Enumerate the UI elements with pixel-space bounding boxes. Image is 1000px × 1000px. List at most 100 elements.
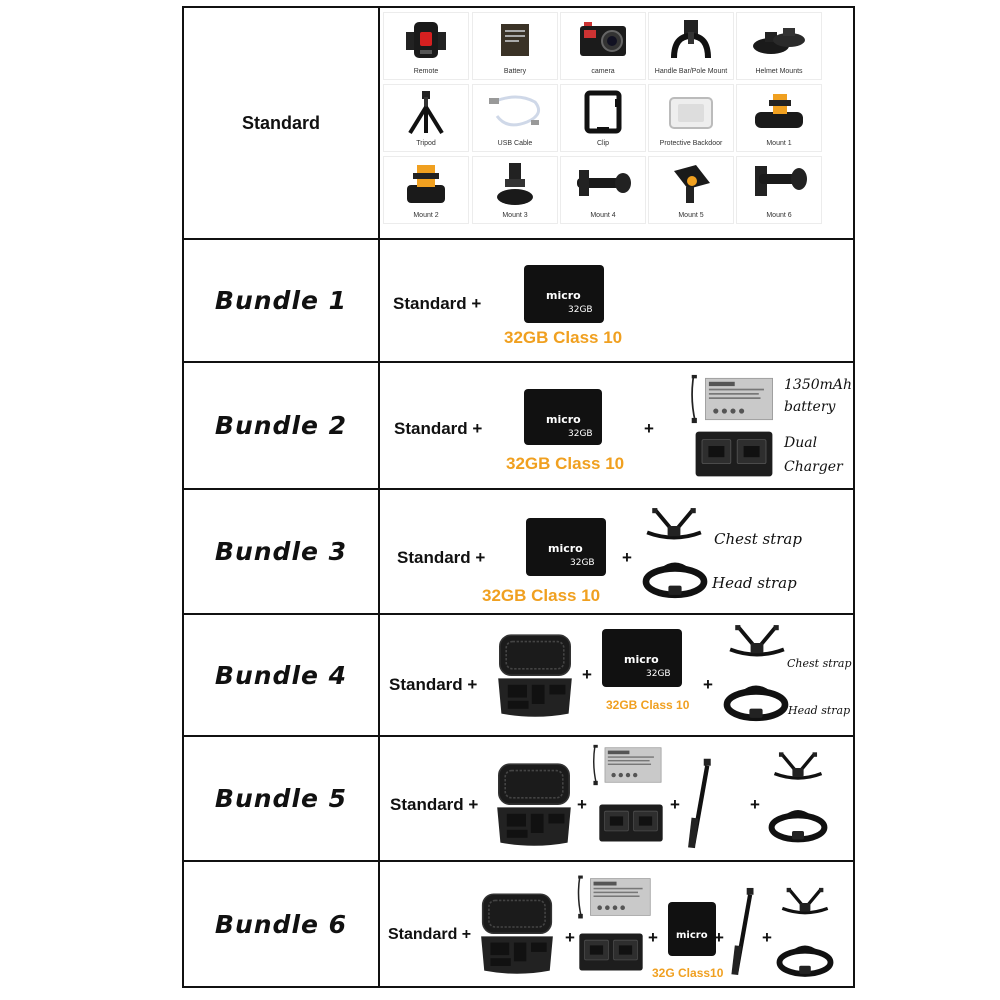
chest-strap-label: Chest strap [714,530,802,548]
bundle-5-contents: Standard + + + + [380,737,853,860]
bundle-2-label: Bundle 2 [214,411,348,440]
bundle-3-label: Bundle 3 [214,537,348,566]
plus-sign: + [762,928,772,947]
battery-label: battery [784,399,836,415]
standard-plus-label: Standard + [389,675,478,694]
bundle-6-row: Bundle 6 Standard + + + micro 32G Class1… [184,860,853,986]
chest-strap-icon [778,884,832,922]
battery-icon [592,743,664,787]
clip-icon [584,90,622,134]
standard-plus-label: Standard + [397,548,486,567]
plus-sign: + [582,665,592,684]
mount-icon [497,163,533,205]
battery-capacity-label: 1350mAh [784,377,853,393]
accessory-mount-6: Mount 6 [736,156,822,224]
accessory-label: USB Cable [497,140,533,147]
standard-plus-label: Standard + [390,795,479,814]
battery-icon [690,373,776,425]
bundle-2-row: Bundle 2 Standard + micro 32GB 32GB Clas… [184,361,853,488]
standard-items-cell: Remote Battery camera Handle Bar/Pole Mo… [380,8,853,238]
bundle-4-label: Bundle 4 [214,660,348,690]
accessory-mount-4: Mount 4 [560,156,646,224]
accessory-label: Mount 5 [678,212,704,219]
plus-sign: + [622,548,632,567]
bundle-label-cell: Bundle 6 [184,862,380,986]
bundle-4-contents: Standard + + micro 32GB 32GB Class 10 + … [380,615,853,735]
head-strap-icon [723,681,789,723]
accessory-mount-5: Mount 5 [648,156,734,224]
accessory-label: Mount 6 [766,212,792,219]
plus-sign: + [644,419,654,438]
bundle-2-contents: Standard + micro 32GB 32GB Class 10 + 13… [380,363,853,488]
accessory-battery: Battery [472,12,558,80]
battery-icon [501,24,529,56]
head-strap-label: Head strap [712,574,797,592]
charger-label: Charger [784,459,843,475]
accessory-label: Clip [596,140,610,147]
plus-sign: + [750,795,760,814]
bundle-3-contents: Standard + micro 32GB 32GB Class 10 + Ch… [380,490,853,613]
accessory-mount-3: Mount 3 [472,156,558,224]
accessory-label: Tripod [416,140,436,147]
standard-accessory-grid: Remote Battery camera Handle Bar/Pole Mo… [380,8,855,240]
plus-sign: + [565,928,575,947]
chest-strap-icon [642,506,706,546]
standard-plus-label: Standard + [394,419,483,438]
bundle-1-contents: Standard + micro 32GB 32GB Class 10 [380,240,853,361]
plus-sign: + [670,795,680,814]
carry-case-icon [494,757,574,853]
accessory-helmet-mounts: Helmet Mounts [736,12,822,80]
bundle-3-row: Bundle 3 Standard + micro 32GB 32GB Clas… [184,488,853,613]
dual-label: Dual [784,435,818,451]
accessory-remote: Remote [383,12,469,80]
sd-card-caption: 32GB Class 10 [482,586,601,605]
sd-card-caption: 32GB Class 10 [606,698,690,712]
mount-icon [674,165,710,203]
head-strap-icon [768,805,828,845]
accessory-label: Battery [503,68,527,75]
sd-card-caption: 32GB Class 10 [504,328,623,347]
head-strap-icon [642,558,708,600]
plus-sign: + [703,675,713,694]
mount-icon [407,165,445,203]
accessory-label: Helmet Mounts [755,68,803,75]
remote-icon [406,22,446,58]
micro-sd-card-icon: micro 32GB [524,265,604,323]
chest-strap-label: Chest strap [787,657,852,670]
selfie-stick-icon [684,757,720,853]
micro-sd-card-icon: micro 32GB [602,629,682,687]
sd-card-caption: 32GB Class 10 [506,454,625,473]
standard-label: Standard [241,112,320,133]
standard-plus-label: Standard + [388,926,472,943]
handlebar-mount-icon [671,20,711,59]
micro-sd-card-icon: micro 32GB [524,389,602,445]
plus-sign: + [714,928,724,947]
bundle-label-cell: Bundle 2 [184,363,380,488]
selfie-stick-icon [728,884,762,982]
accessory-handlebar-mount: Handle Bar/Pole Mount [648,12,734,80]
bundle-table: Standard Remote Battery camera [182,6,855,988]
dual-charger-icon [694,429,774,479]
bundle-4-row: Bundle 4 Standard + + micro 32GB 32GB Cl… [184,613,853,735]
accessory-tripod: Tripod [383,84,469,152]
battery-icon [576,874,654,920]
accessory-camera: camera [560,12,646,80]
head-strap-label: Head strap [788,704,851,717]
carry-case-icon [478,886,556,982]
chest-strap-icon [725,623,789,663]
dual-charger-icon [598,797,664,849]
micro-sd-card-icon: micro [668,902,716,956]
bundle-6-label: Bundle 6 [214,909,348,939]
bundle-label-cell: Bundle 3 [184,490,380,613]
accessory-mount-2: Mount 2 [383,156,469,224]
camera-icon [580,22,626,56]
bundle-5-row: Bundle 5 Standard + + + + [184,735,853,860]
plus-sign: + [648,928,658,947]
standard-row: Standard Remote Battery camera [184,8,853,238]
bundle-1-row: Bundle 1 Standard + micro 32GB 32GB Clas… [184,238,853,361]
bundle-6-contents: Standard + + + micro 32G Class10 + + [380,862,853,986]
bundle-label-cell: Bundle 5 [184,737,380,860]
bundle-5-label: Bundle 5 [214,784,348,813]
dual-charger-icon [578,928,644,976]
backdoor-icon [669,97,713,129]
